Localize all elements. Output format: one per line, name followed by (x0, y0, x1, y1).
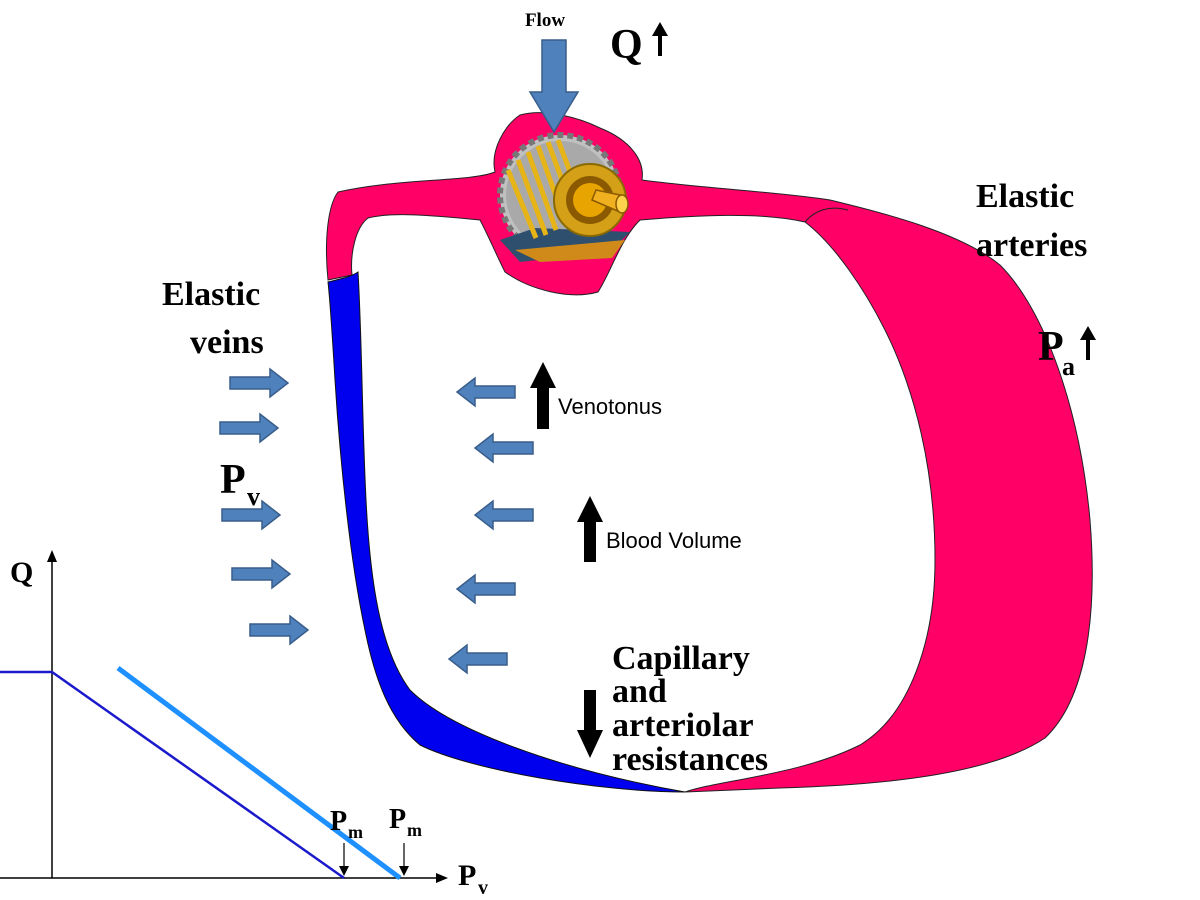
graph-x-label: P (458, 859, 476, 892)
graph-y-label: Q (10, 556, 33, 589)
blood-volume-up-arrow-icon (577, 496, 603, 562)
graph-x-subscript: v (478, 877, 488, 899)
pm2-subscript: m (407, 820, 422, 840)
left-arrow-icon (455, 376, 516, 408)
venous-inflow-arrows (219, 367, 310, 646)
capillary-label-2: and (612, 673, 667, 710)
venous-return-graph: Q P v P m P m (0, 550, 488, 899)
flow-label: Flow (525, 10, 565, 31)
left-arrow-icon (455, 573, 516, 605)
venotonus-up-arrow-icon (530, 362, 556, 429)
pv-subscript: v (247, 482, 260, 511)
venous-return-curve-shifted (116, 665, 402, 881)
capillary-label-1: Capillary (612, 640, 750, 677)
x-axis-arrow-icon (436, 873, 448, 883)
pv-label: P (220, 457, 246, 503)
resistance-down-arrow-icon (577, 690, 603, 758)
right-arrow-icon (231, 558, 292, 590)
elastic-veins-label-1: Elastic (162, 276, 260, 313)
elastic-arteries-label-2: arteries (976, 227, 1087, 264)
right-arrow-icon (249, 614, 310, 646)
motor-pump-icon (497, 132, 630, 262)
elastic-veins-label-2: veins (190, 324, 264, 361)
pa-subscript: a (1062, 352, 1075, 381)
elastic-vein-loop (327, 271, 686, 793)
blood-volume-label: Blood Volume (606, 528, 742, 553)
left-arrow-icon (447, 643, 508, 675)
pm1-label: P (330, 806, 347, 837)
q-top-label: Q (610, 22, 643, 68)
venous-return-curve-baseline (0, 670, 345, 880)
elastic-arteries-label-1: Elastic (976, 178, 1074, 215)
pa-label: P (1038, 324, 1064, 370)
right-arrow-icon (219, 412, 280, 444)
venotonus-label: Venotonus (558, 394, 662, 419)
pm2-label: P (389, 804, 406, 835)
venous-compression-arrows (447, 376, 534, 675)
pm1-subscript: m (348, 822, 363, 842)
flow-arrow-icon (528, 39, 580, 134)
pa-up-arrow-icon (1080, 326, 1096, 360)
y-axis-arrow-icon (47, 550, 57, 562)
capillary-label-3: arteriolar (612, 707, 754, 744)
right-arrow-icon (229, 367, 290, 399)
q-up-arrow-icon (652, 22, 668, 56)
left-arrow-icon (473, 499, 534, 531)
pm1-marker-icon (339, 866, 349, 876)
capillary-label-4: resistances (612, 741, 768, 778)
right-arrow-icon (221, 499, 282, 531)
elastic-artery-loop (326, 112, 1093, 793)
pm2-marker-icon (399, 866, 409, 876)
left-arrow-icon (473, 432, 534, 464)
